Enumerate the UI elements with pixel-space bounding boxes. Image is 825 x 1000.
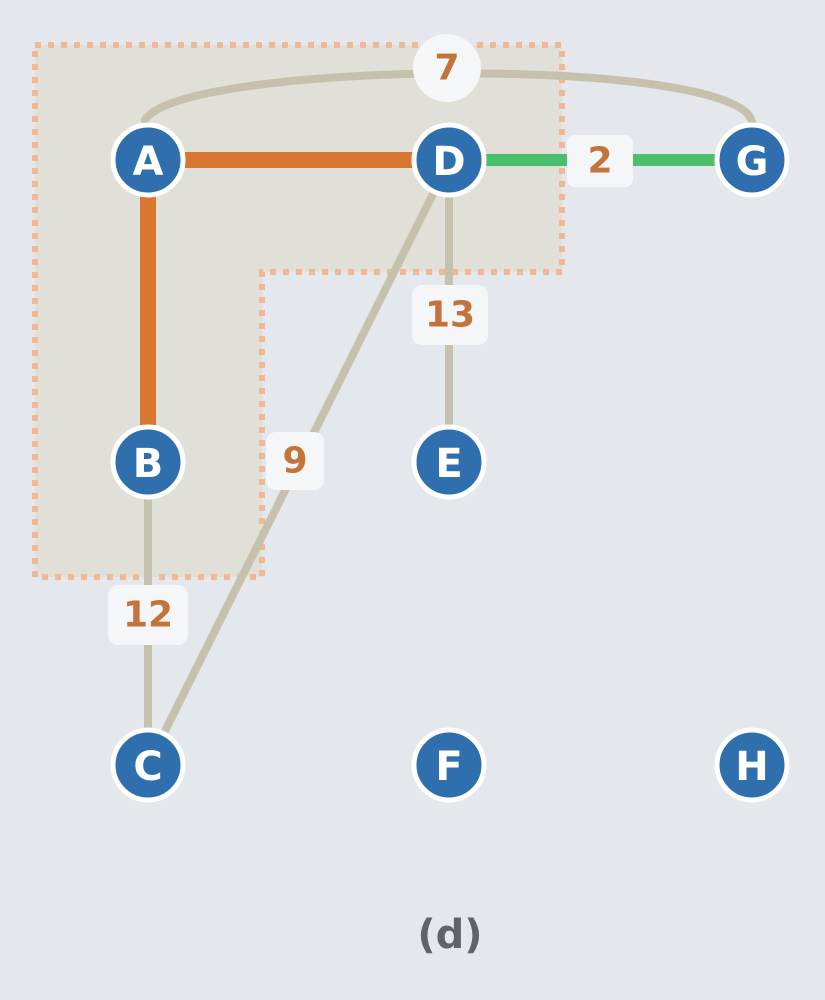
node-f: F bbox=[411, 727, 487, 803]
node-b-label: B bbox=[133, 441, 164, 487]
weight-d-g-text: 2 bbox=[587, 141, 612, 182]
weight-d-e: 13 bbox=[412, 285, 488, 345]
node-g: G bbox=[714, 122, 790, 198]
node-a-label: A bbox=[133, 139, 164, 185]
node-h: H bbox=[714, 727, 790, 803]
node-d-label: D bbox=[432, 139, 465, 185]
weight-b-c: 12 bbox=[108, 585, 188, 645]
weight-b-c-text: 12 bbox=[123, 595, 173, 636]
node-b: B bbox=[110, 424, 186, 500]
weight-d-e-text: 13 bbox=[425, 295, 475, 336]
node-c: C bbox=[110, 727, 186, 803]
node-d: D bbox=[411, 122, 487, 198]
node-e-label: E bbox=[435, 441, 462, 487]
node-h-label: H bbox=[735, 744, 768, 790]
node-g-label: G bbox=[736, 139, 769, 185]
node-e: E bbox=[411, 424, 487, 500]
weight-d-c: 9 bbox=[266, 432, 324, 490]
weight-a-g: 7 bbox=[413, 34, 481, 102]
weight-d-g: 2 bbox=[567, 135, 633, 187]
nodes: A B C D E F G H bbox=[110, 122, 790, 803]
node-f-label: F bbox=[435, 744, 462, 790]
weight-labels: 7 2 13 9 12 bbox=[108, 34, 633, 645]
node-a: A bbox=[110, 122, 186, 198]
weight-a-g-text: 7 bbox=[434, 48, 459, 89]
weight-d-c-text: 9 bbox=[282, 441, 307, 482]
figure-caption: (d) bbox=[417, 912, 482, 958]
node-c-label: C bbox=[133, 744, 162, 790]
